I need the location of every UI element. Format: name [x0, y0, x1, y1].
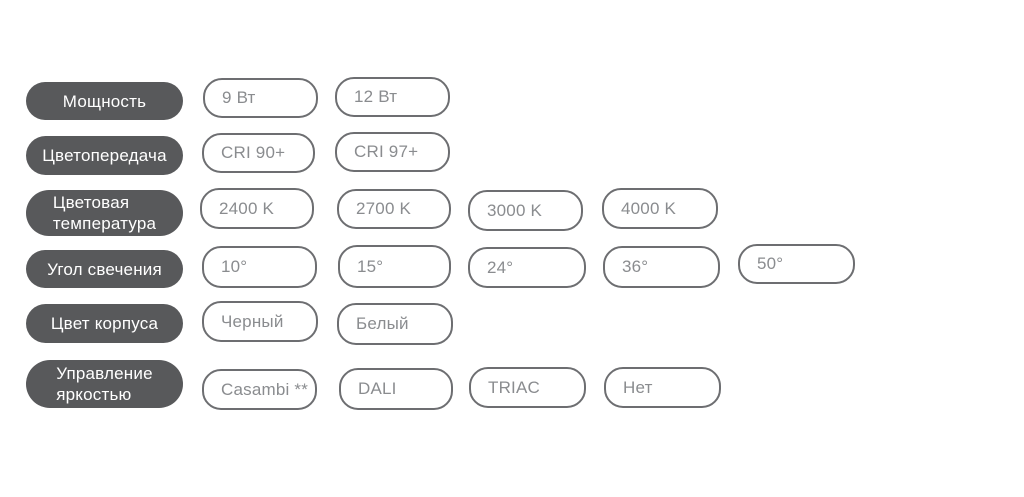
- option-power-9w[interactable]: 9 Вт: [203, 78, 318, 118]
- label-power-text: Мощность: [62, 91, 147, 111]
- option-dimming-casambi[interactable]: Casambi **: [202, 369, 317, 410]
- option-power-12w[interactable]: 12 Вт: [335, 77, 450, 117]
- option-angle-15[interactable]: 15°: [338, 245, 451, 288]
- option-temp-2700k[interactable]: 2700 K: [337, 189, 451, 229]
- label-body-color: Цвет корпуса: [26, 304, 183, 343]
- option-cri-97[interactable]: CRI 97+: [335, 132, 450, 172]
- option-dimming-triac[interactable]: TRIAC: [469, 367, 586, 408]
- option-temp-2400k[interactable]: 2400 K: [200, 188, 314, 229]
- label-color-rendering-text: Цветопередача: [42, 146, 167, 165]
- label-color-temperature-text: Цветовая температура: [52, 193, 157, 233]
- label-color-temperature: Цветовая температура: [26, 190, 183, 236]
- label-dimming: Управление яркостью: [26, 360, 183, 408]
- label-body-color-text: Цвет корпуса: [50, 314, 159, 333]
- label-color-rendering: Цветопередача: [26, 136, 183, 175]
- option-dimming-dali[interactable]: DALI: [339, 368, 453, 410]
- option-angle-50[interactable]: 50°: [738, 244, 855, 284]
- option-body-black[interactable]: Черный: [202, 301, 318, 342]
- option-angle-10[interactable]: 10°: [202, 246, 317, 288]
- label-power: Мощность: [26, 82, 183, 120]
- label-beam-angle-text: Угол свечения: [47, 259, 162, 279]
- option-angle-24[interactable]: 24°: [468, 247, 586, 288]
- label-dimming-text: Управление яркостью: [56, 364, 153, 404]
- label-beam-angle: Угол свечения: [26, 250, 183, 288]
- option-dimming-none[interactable]: Нет: [604, 367, 721, 408]
- option-temp-3000k[interactable]: 3000 K: [468, 190, 583, 231]
- option-body-white[interactable]: Белый: [337, 303, 453, 345]
- option-angle-36[interactable]: 36°: [603, 246, 720, 288]
- option-temp-4000k[interactable]: 4000 K: [602, 188, 718, 229]
- option-cri-90[interactable]: CRI 90+: [202, 133, 315, 173]
